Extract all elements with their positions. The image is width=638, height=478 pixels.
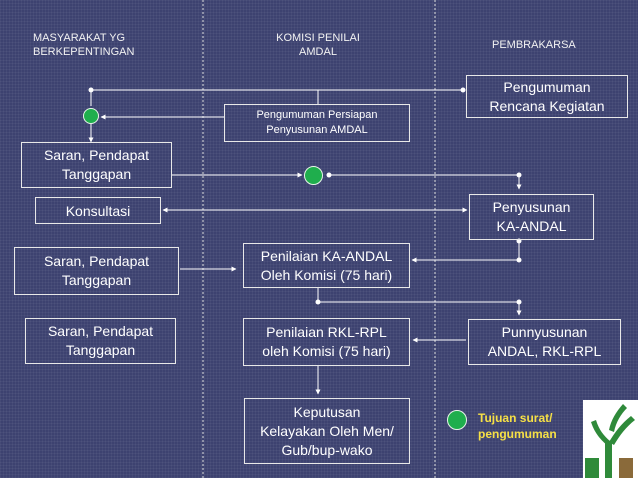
box-text: ANDAL, RKL-RPL — [487, 343, 602, 359]
box-punnyusunan-andal: Punnyusunan ANDAL, RKL-RPL — [468, 319, 621, 365]
legend-text-line: pengumuman — [478, 427, 557, 441]
column-header-masyarakat: MASYARAKAT YG BERKEPENTINGAN — [33, 31, 134, 59]
box-text: Pengumuman — [503, 78, 591, 95]
box-text: Tanggapan — [61, 166, 132, 182]
box-penilaian-rkl-rpl: Penilaian RKL-RPL oleh Komisi (75 hari) — [243, 318, 410, 366]
box-text: Oleh Komisi (75 hari) — [260, 266, 393, 283]
junction-dot — [460, 87, 466, 93]
junction-dot — [88, 87, 94, 93]
box-text: Punnyusunan — [501, 324, 588, 340]
box-saran-pendapat-2: Saran, Pendapat Tanggapan — [14, 247, 179, 295]
box-pengumuman-rencana: Pengumuman Rencana Kegiatan — [466, 75, 628, 118]
box-text: KA-ANDAL — [496, 218, 567, 234]
legend-label: Tujuan surat/ pengumuman — [478, 410, 557, 442]
box-text: Konsultasi — [65, 202, 131, 219]
box-text: Keputusan — [293, 403, 361, 420]
column-header-komisi: KOMISI PENILAI AMDAL — [258, 31, 378, 59]
box-text: Kelayakan Oleh Men/ — [260, 422, 394, 439]
box-saran-pendapat-1: Saran, Pendapat Tanggapan — [21, 142, 172, 188]
box-keputusan-kelayakan: Keputusan Kelayakan Oleh Men/ Gub/bup-wa… — [244, 398, 410, 464]
box-text: Saran, Pendapat — [43, 253, 150, 269]
box-text: Saran, Pendapat — [43, 147, 150, 163]
box-konsultasi: Konsultasi — [35, 197, 161, 224]
green-circle-icon — [304, 166, 323, 185]
box-text: Penyusunan AMDAL — [266, 124, 368, 136]
box-text: Rencana Kegiatan — [489, 97, 605, 114]
green-circle-icon — [83, 108, 99, 124]
column-header-line: PEMBRAKARSA — [492, 39, 576, 51]
box-text: Penilaian RKL-RPL — [266, 324, 387, 340]
box-text: Tanggapan — [65, 342, 136, 358]
box-text: oleh Komisi (75 hari) — [262, 343, 391, 359]
green-circle-icon — [447, 410, 467, 430]
box-penilaian-ka-andal: Penilaian KA-ANDAL Oleh Komisi (75 hari) — [243, 243, 410, 288]
junction-dot — [516, 257, 522, 263]
box-penyusunan-ka-andal: Penyusunan KA-ANDAL — [469, 194, 594, 240]
junction-dot — [315, 299, 321, 305]
box-text: Saran, Pendapat — [47, 323, 154, 339]
column-header-line: BERKEPENTINGAN — [33, 46, 135, 58]
column-header-line: MASYARAKAT YG — [33, 32, 126, 44]
box-saran-pendapat-3: Saran, Pendapat Tanggapan — [25, 318, 176, 364]
box-text: Penilaian KA-ANDAL — [260, 247, 393, 264]
column-header-line: AMDAL — [299, 46, 337, 58]
box-text: Penyusunan — [492, 199, 571, 215]
junction-dot — [516, 172, 522, 178]
box-pengumuman-persiapan: Pengumuman Persiapan Penyusunan AMDAL — [224, 104, 410, 142]
legend-text-line: Tujuan surat/ — [478, 411, 553, 425]
junction-dot — [326, 172, 332, 178]
junction-dot — [516, 299, 522, 305]
column-header-line: KOMISI PENILAI — [276, 32, 360, 44]
box-text: Tanggapan — [61, 272, 132, 288]
column-header-pembrakarsa: PEMBRAKARSA — [492, 38, 576, 52]
logo-icon — [583, 400, 638, 478]
box-text: Gub/bup-wako — [281, 441, 373, 458]
box-text: Pengumuman Persiapan — [256, 109, 378, 121]
